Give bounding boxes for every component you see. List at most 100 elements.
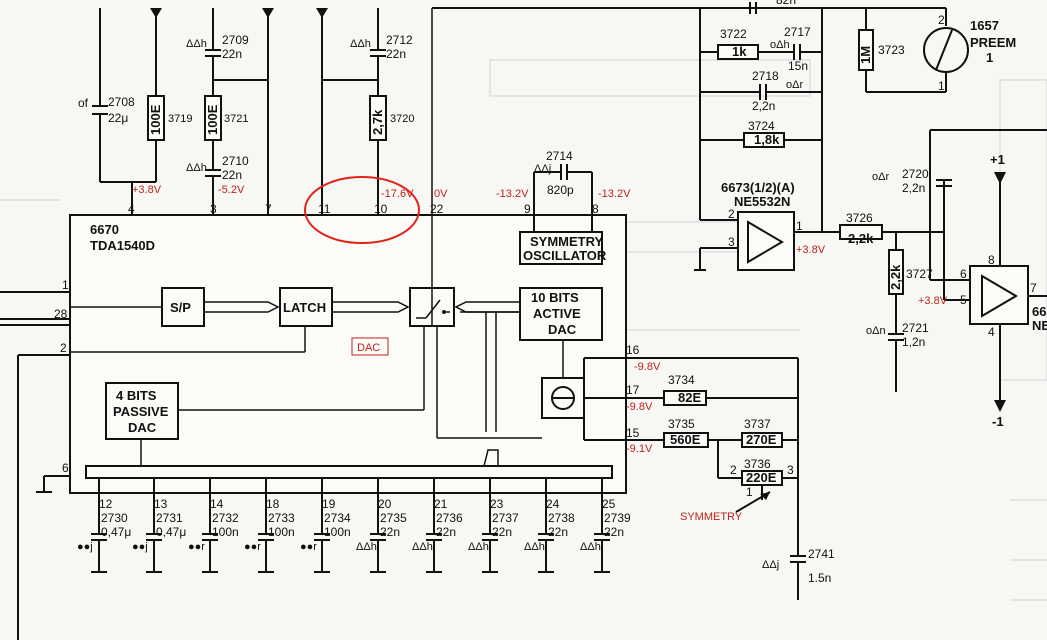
svg-text:2: 2: [730, 463, 737, 477]
cap-ref: 2739: [604, 511, 631, 525]
cap-ref: 2736: [436, 511, 463, 525]
active-dac-line3: DAC: [548, 322, 577, 337]
svg-text:oΔr: oΔr: [872, 171, 889, 183]
svg-text:-9.1V: -9.1V: [626, 443, 653, 455]
cap-value: 22n: [604, 525, 624, 539]
svg-text:3723: 3723: [878, 43, 905, 57]
preem-switch: 2 1 1657 PREEM 1: [923, 8, 1016, 93]
cap-code: ΔΔh: [580, 541, 601, 553]
symmetry-oscillator-block: [519, 231, 603, 265]
svg-text:220E: 220E: [746, 470, 777, 485]
svg-text:oΔr: oΔr: [786, 79, 803, 91]
bottom-caps: 1227300,47μ●●j1327310,47μ●●j142732100n●●…: [77, 478, 631, 573]
svg-text:2741: 2741: [808, 547, 835, 561]
svg-text:2714: 2714: [546, 149, 573, 163]
opamp-b-triangle: [981, 274, 1018, 318]
cap-value: 100n: [268, 525, 295, 539]
svg-text:3726: 3726: [846, 211, 873, 225]
cap-ref: 2737: [492, 511, 519, 525]
passive-dac-line1: 4 BITS: [116, 388, 157, 403]
svg-text:4: 4: [988, 325, 995, 339]
cap-code: ●●r: [300, 541, 317, 553]
svg-text:-1: -1: [992, 414, 1004, 429]
svg-text:3: 3: [787, 463, 794, 477]
r3723-value: 1M: [858, 46, 873, 64]
svg-text:2710: 2710: [222, 154, 249, 168]
cap-code: ●●j: [77, 541, 93, 553]
internal-wires: [70, 8, 564, 466]
cap-code: ●●r: [188, 541, 205, 553]
svg-text:3735: 3735: [668, 417, 695, 431]
opamp-a-triangle: [747, 220, 784, 264]
svg-text:11: 11: [318, 202, 331, 216]
svg-text:1,8k: 1,8k: [754, 132, 780, 147]
cap-code: ΔΔh: [524, 541, 545, 553]
cap-ref: 2731: [156, 511, 183, 525]
svg-text:2: 2: [60, 341, 67, 355]
svg-text:5: 5: [960, 293, 967, 307]
input-lines: [0, 291, 70, 640]
cap-value: 100n: [324, 525, 351, 539]
r3719-value: 100E: [148, 104, 163, 135]
svg-text:1k: 1k: [732, 44, 747, 59]
r3727-value: 2,2k: [888, 264, 903, 290]
svg-text:oΔn: oΔn: [866, 325, 886, 337]
chip-6670: 6670 TDA1540D S/P LATCH 10 BITS ACTIVE D…: [69, 8, 627, 494]
svg-text:2: 2: [728, 207, 735, 221]
active-dac-line1: 10 BITS: [531, 290, 579, 305]
svg-text:2720: 2720: [902, 167, 929, 181]
svg-text:1.5n: 1.5n: [808, 571, 831, 585]
svg-text:2: 2: [938, 13, 945, 27]
sym-osc-line1: SYMMETRY: [530, 234, 604, 249]
svg-text:PREEM: PREEM: [970, 35, 1016, 50]
latch-block: [279, 287, 333, 327]
cap-ref: 2738: [548, 511, 575, 525]
cap-value: 100n: [212, 525, 239, 539]
r3721-value: 100E: [205, 104, 220, 135]
svg-text:15: 15: [626, 426, 640, 440]
cap-value: 22n: [548, 525, 568, 539]
svg-text:16: 16: [626, 343, 640, 357]
svg-text:1: 1: [796, 219, 803, 233]
cap-value: 22n: [436, 525, 456, 539]
cap-ref: 2735: [380, 511, 407, 525]
cap-code: ΔΔh: [356, 541, 377, 553]
cap-2714: 2714 ΔΔj 820p -13.2V -13.2V: [496, 149, 631, 232]
bus-tap: [483, 449, 499, 467]
cap-code: ΔΔh: [412, 541, 433, 553]
cap-code: ●●r: [244, 541, 261, 553]
svg-text:9: 9: [524, 202, 531, 216]
svg-text:1: 1: [986, 50, 993, 65]
cap-code: ΔΔh: [468, 541, 489, 553]
svg-text:of: of: [78, 96, 89, 110]
cap-ref: 2730: [101, 511, 128, 525]
svg-text:ΔΔh: ΔΔh: [186, 162, 207, 174]
active-dac-line2: ACTIVE: [533, 306, 581, 321]
svg-text:3720: 3720: [390, 113, 414, 125]
cap-value: 0,47μ: [156, 525, 186, 539]
svg-text:1: 1: [62, 278, 69, 292]
cap-ref: 2733: [268, 511, 295, 525]
svg-text:3: 3: [728, 235, 735, 249]
svg-text:oΔh: oΔh: [770, 39, 790, 51]
dac-tag-label: DAC: [357, 342, 380, 354]
cap-ref: 2732: [212, 511, 239, 525]
opamp-a-body: [737, 211, 795, 271]
preem-switch-icon: [923, 27, 969, 73]
svg-text:22n: 22n: [386, 47, 406, 61]
cap-pin-number: 12: [99, 497, 113, 511]
second-stage: +1 -1 6 5 7 8 4 66 NE +3.8V 3726 2,2k 37…: [839, 129, 1047, 429]
svg-text:ΔΔh: ΔΔh: [350, 38, 371, 50]
svg-text:1,2n: 1,2n: [902, 335, 925, 349]
svg-text:82n: 82n: [776, 0, 796, 7]
svg-text:2,2n: 2,2n: [902, 181, 925, 195]
svg-text:3724: 3724: [748, 119, 775, 133]
cap-pin-number: 14: [210, 497, 224, 511]
svg-text:8: 8: [592, 202, 599, 216]
svg-text:2,2n: 2,2n: [752, 99, 775, 113]
svg-text:6673(1/2)(A): 6673(1/2)(A): [721, 180, 795, 195]
svg-text:3722: 3722: [720, 27, 747, 41]
svg-text:560E: 560E: [670, 432, 701, 447]
svg-text:22n: 22n: [222, 168, 242, 182]
svg-text:2721: 2721: [902, 321, 929, 335]
